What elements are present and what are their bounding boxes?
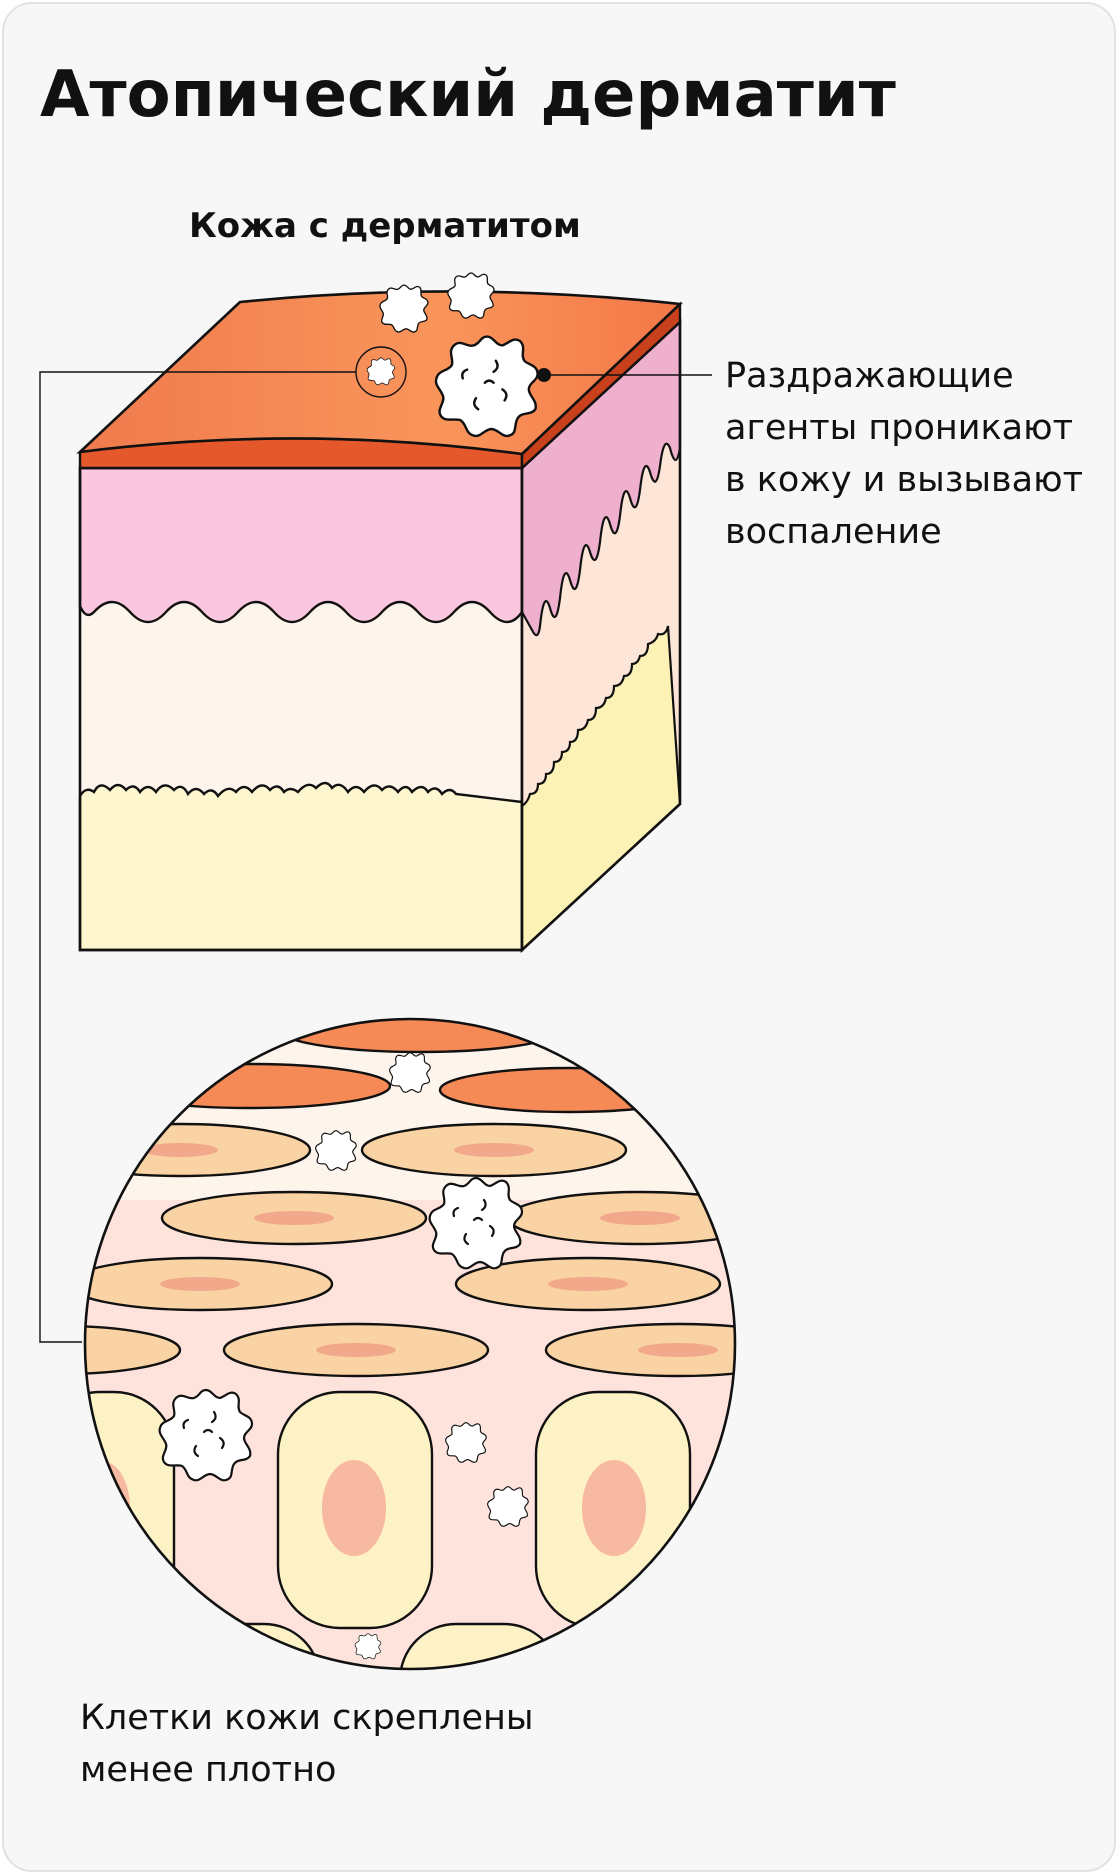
callout-line: Раздражающие bbox=[725, 356, 1014, 396]
cells-caption: Клетки кожи скреплены менее плотно bbox=[80, 1692, 780, 1796]
skin-block-illustration bbox=[76, 272, 683, 953]
fat-layer bbox=[78, 781, 524, 952]
caption-line: менее плотно bbox=[80, 1750, 337, 1790]
callout-line: агенты проникают bbox=[725, 408, 1073, 448]
caption-line: Клетки кожи скреплены bbox=[80, 1698, 534, 1738]
epidermis-side bbox=[520, 319, 682, 637]
callout-leader bbox=[39, 368, 712, 1343]
fat-side bbox=[520, 625, 682, 953]
callout-line: в кожу и вызывают bbox=[725, 460, 1083, 500]
epidermis-layer bbox=[78, 466, 524, 624]
magnified-cell-view bbox=[83, 1017, 737, 1671]
callout-line: воспаление bbox=[725, 512, 942, 552]
irritants-callout: Раздражающие агенты проникают в кожу и в… bbox=[725, 350, 1115, 558]
diagram-subtitle: Кожа с дерматитом bbox=[189, 206, 581, 246]
page-title: Атопический дерматит bbox=[40, 58, 896, 132]
